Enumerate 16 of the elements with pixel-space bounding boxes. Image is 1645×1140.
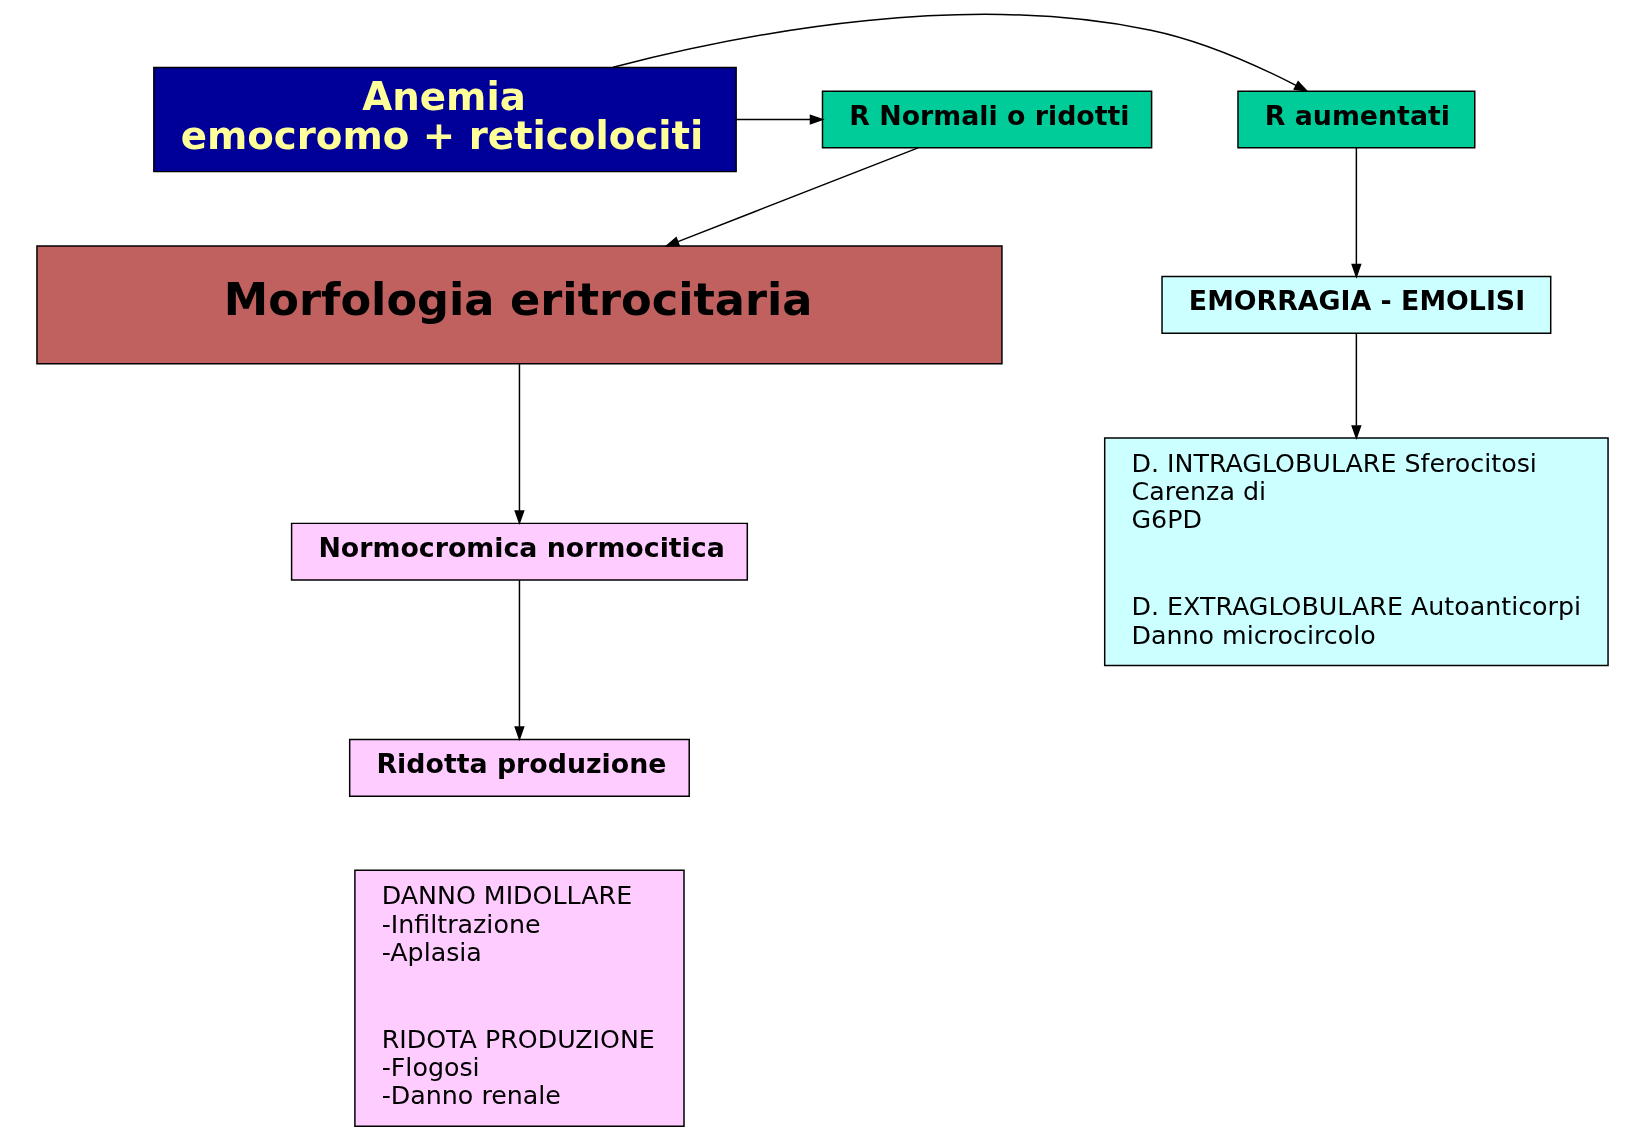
node-box: D. INTRAGLOBULARE Sferocitosi Carenza di G6PD D. EXTRAGLOBULARE Autoanticorpi Danno microcircolo (1103, 437, 1609, 667)
arrow (735, 114, 825, 125)
node-box: DANNO MIDOLLARE -Infiltrazione -Aplasia RIDOTA PRODUZIONE -Flogosi -Danno renale (354, 869, 685, 1127)
arrow (1351, 332, 1362, 441)
arrow (664, 147, 919, 247)
node-box: Ridotta produzione (348, 738, 690, 797)
arrow (612, 13, 1309, 93)
arrow (514, 363, 525, 526)
arrow (1351, 147, 1362, 279)
node-box: R aumentati (1237, 90, 1476, 149)
node-box: Normocromica normocitica (290, 522, 749, 581)
node-box: R Normali o ridotti (821, 90, 1153, 149)
node-box: Anemia emocromo + reticolociti (153, 66, 737, 173)
node-box: Morfologia eritrocitaria (36, 245, 1003, 365)
arrow (514, 579, 525, 742)
node-box: EMORRAGIA - EMOLISI (1161, 275, 1552, 334)
